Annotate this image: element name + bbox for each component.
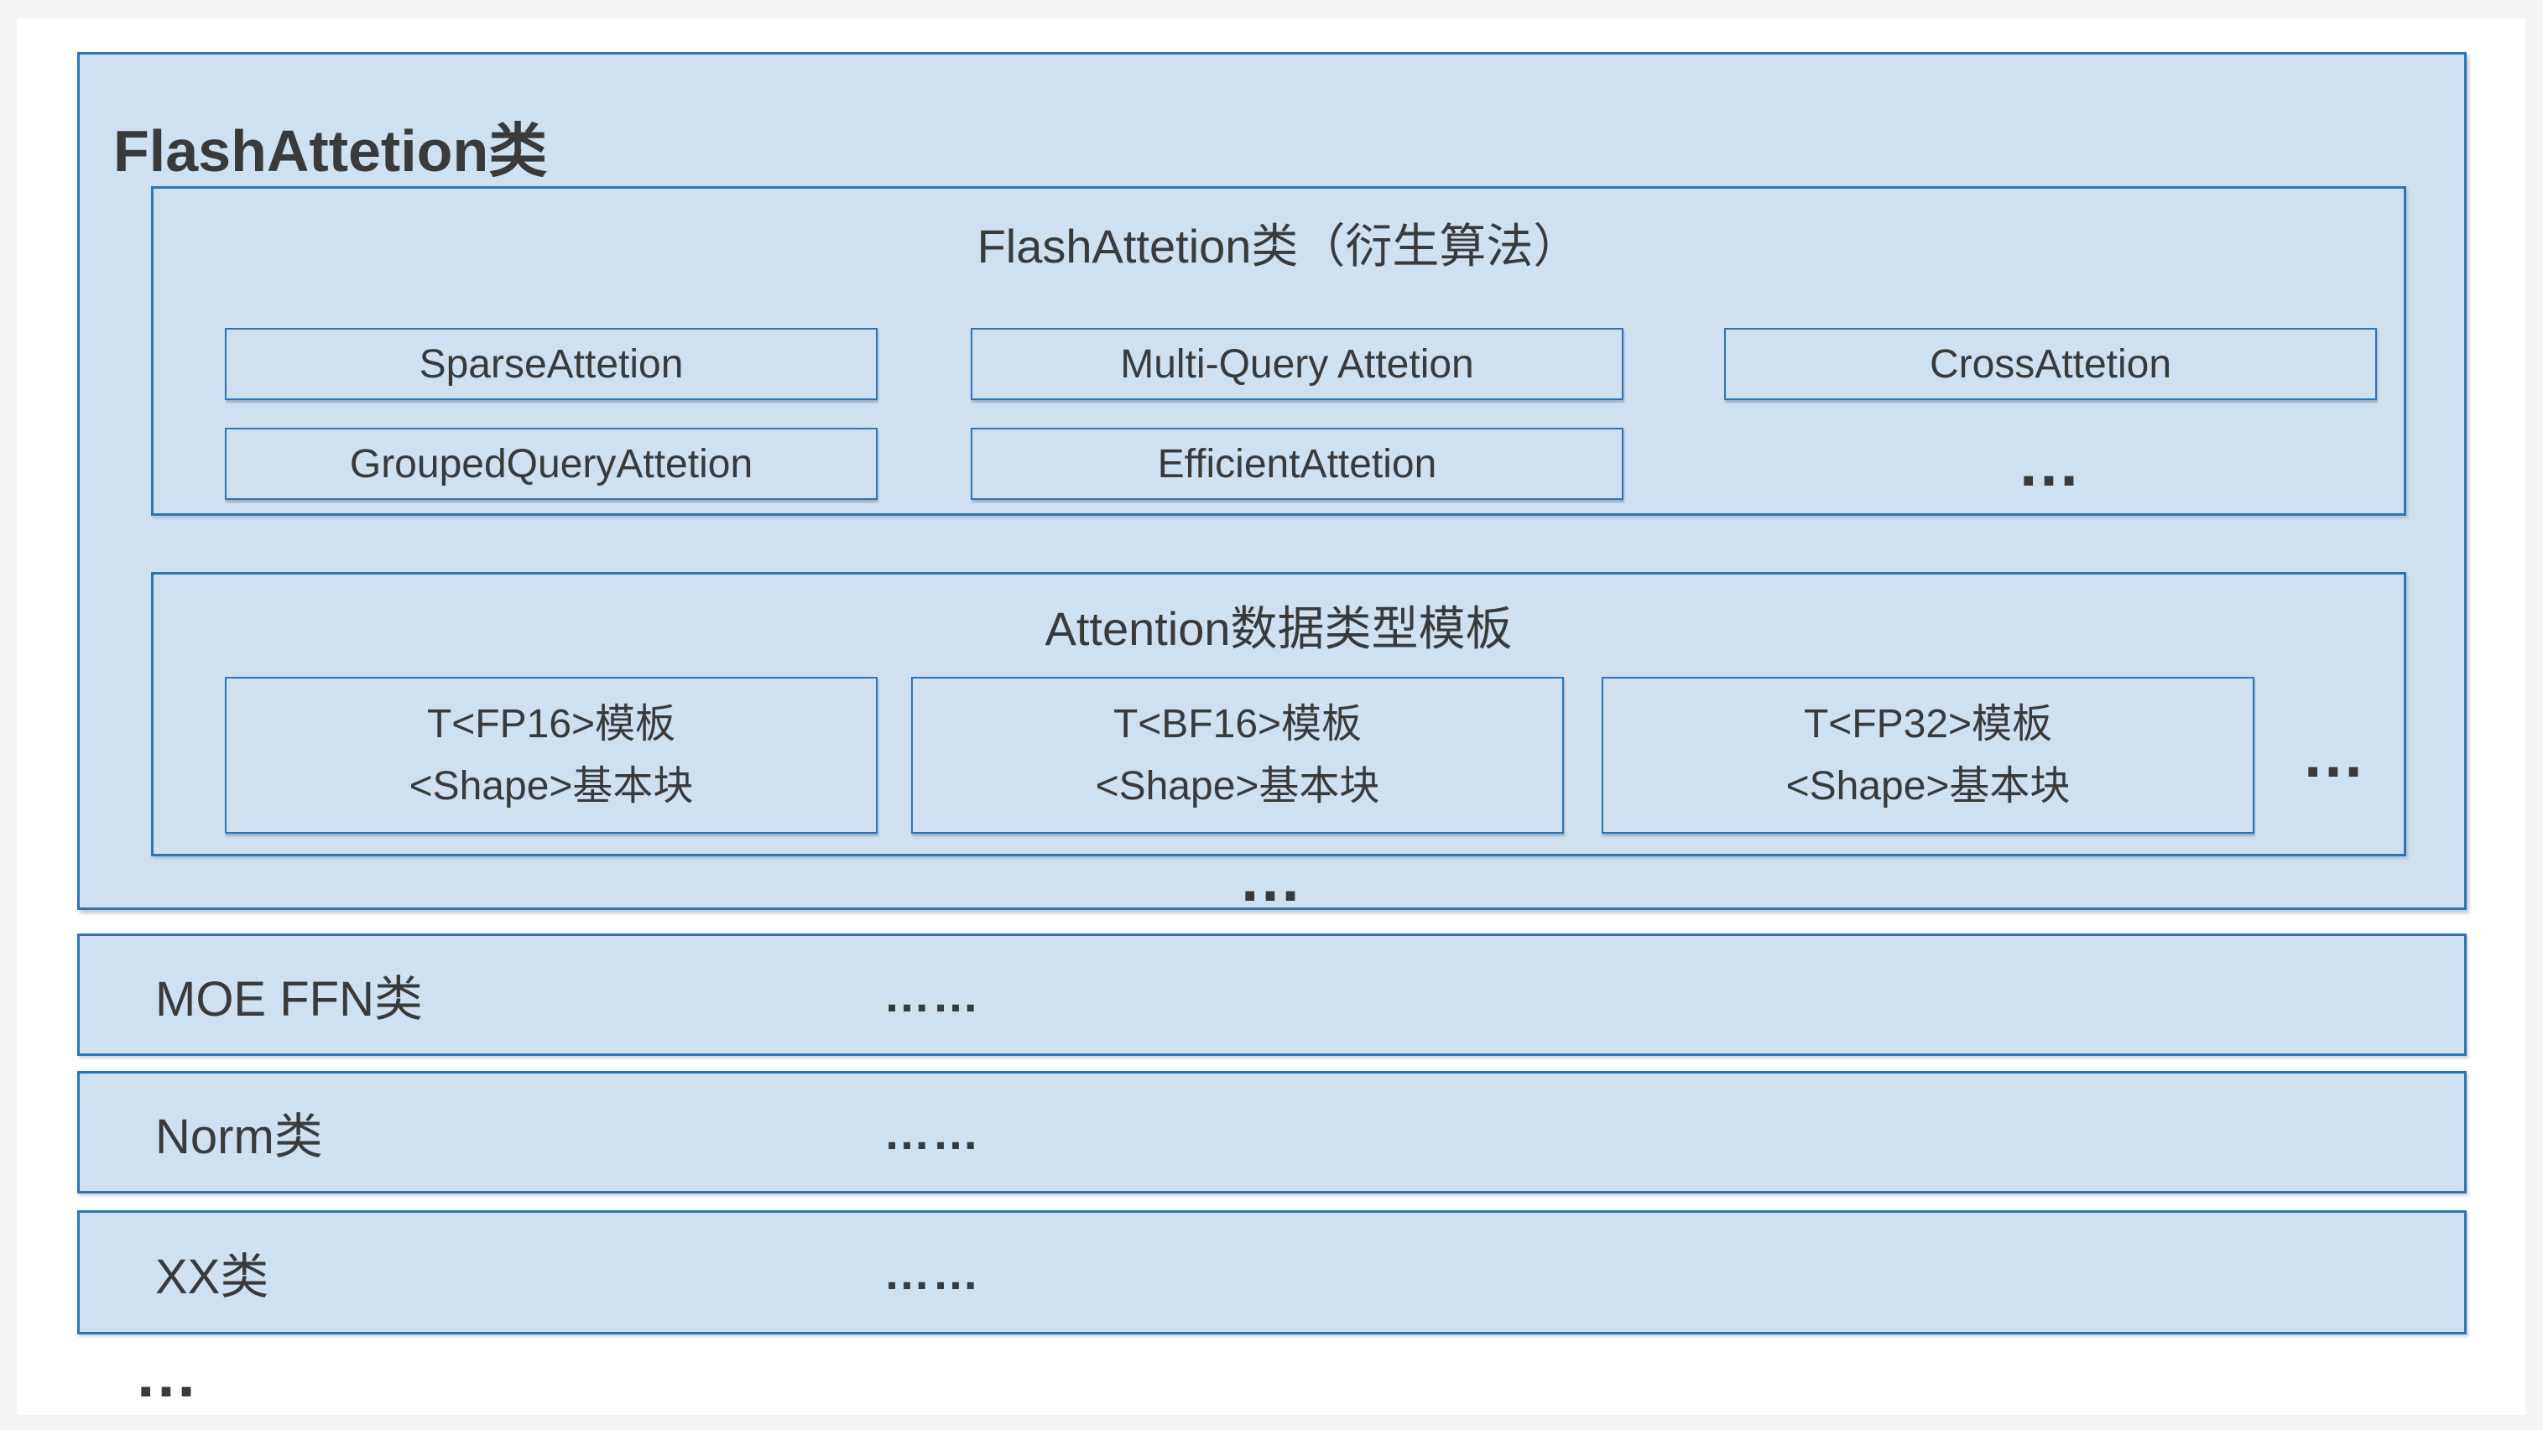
flashattention-class-container: FlashAttetion类 FlashAttetion类（衍生算法） Spar… <box>77 52 2467 915</box>
sparse-attention-item: SparseAttetion <box>225 328 878 400</box>
xx-class-dots: …… <box>883 1245 981 1299</box>
derived-algorithms-box: FlashAttetion类（衍生算法） SparseAttetion Mult… <box>151 186 2406 516</box>
fp16-template-line2: <Shape>基本块 <box>409 763 694 809</box>
norm-class-dots: …… <box>883 1105 981 1159</box>
norm-class-bar: Norm类 …… <box>77 1071 2467 1193</box>
moe-ffn-class-label: MOE FFN类 <box>155 972 423 1027</box>
dtype-template-ellipsis: … <box>2301 720 2368 791</box>
derived-algorithms-title: FlashAttetion类（衍生算法） <box>977 220 1581 273</box>
bf16-template-block: T<BF16>模板 <Shape>基本块 <box>911 677 1564 834</box>
derived-algorithms-ellipsis: … <box>2017 428 2084 500</box>
bottom-ellipsis: … <box>134 1339 201 1411</box>
dtype-template-box: Attention数据类型模板 T<FP16>模板 <Shape>基本块 T<B… <box>151 572 2406 856</box>
moe-ffn-class-bar: MOE FFN类 …… <box>77 933 2467 1056</box>
bf16-template-line1: T<BF16>模板 <box>1113 701 1363 746</box>
grouped-query-attention-item: GroupedQueryAttetion <box>225 428 878 500</box>
flashattention-container-ellipsis: … <box>1238 844 1305 915</box>
bf16-template-line2: <Shape>基本块 <box>1095 763 1380 809</box>
moe-ffn-class-dots: …… <box>883 968 981 1022</box>
fp16-template-line1: T<FP16>模板 <box>426 701 676 746</box>
efficient-attention-item: EfficientAttetion <box>971 428 1623 500</box>
fp32-template-line1: T<FP32>模板 <box>1803 701 2053 746</box>
flashattention-class-title: FlashAttetion类 <box>113 117 548 184</box>
diagram-card: FlashAttetion类 FlashAttetion类（衍生算法） Spar… <box>17 18 2525 1415</box>
dtype-template-title: Attention数据类型模板 <box>1045 602 1513 655</box>
cross-attention-item: CrossAttetion <box>1724 328 2377 400</box>
fp32-template-block: T<FP32>模板 <Shape>基本块 <box>1602 677 2254 834</box>
norm-class-label: Norm类 <box>155 1110 323 1164</box>
xx-class-label: XX类 <box>155 1250 269 1304</box>
fp16-template-block: T<FP16>模板 <Shape>基本块 <box>225 677 878 834</box>
fp32-template-line2: <Shape>基本块 <box>1785 763 2071 809</box>
xx-class-bar: XX类 …… <box>77 1210 2467 1334</box>
multi-query-attention-item: Multi-Query Attetion <box>971 328 1623 400</box>
